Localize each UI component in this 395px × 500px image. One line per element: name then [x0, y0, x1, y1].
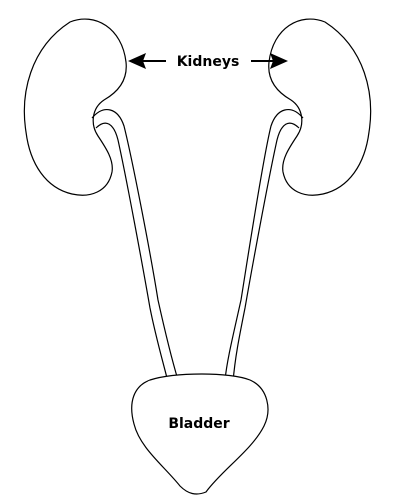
bladder: [132, 374, 268, 494]
kidneys-label-group: Kidneys: [128, 53, 288, 70]
kidneys-label: Kidneys: [177, 54, 240, 70]
right-kidney: [269, 19, 371, 195]
left-kidney: [24, 19, 126, 195]
bladder-label: Bladder: [168, 416, 229, 432]
